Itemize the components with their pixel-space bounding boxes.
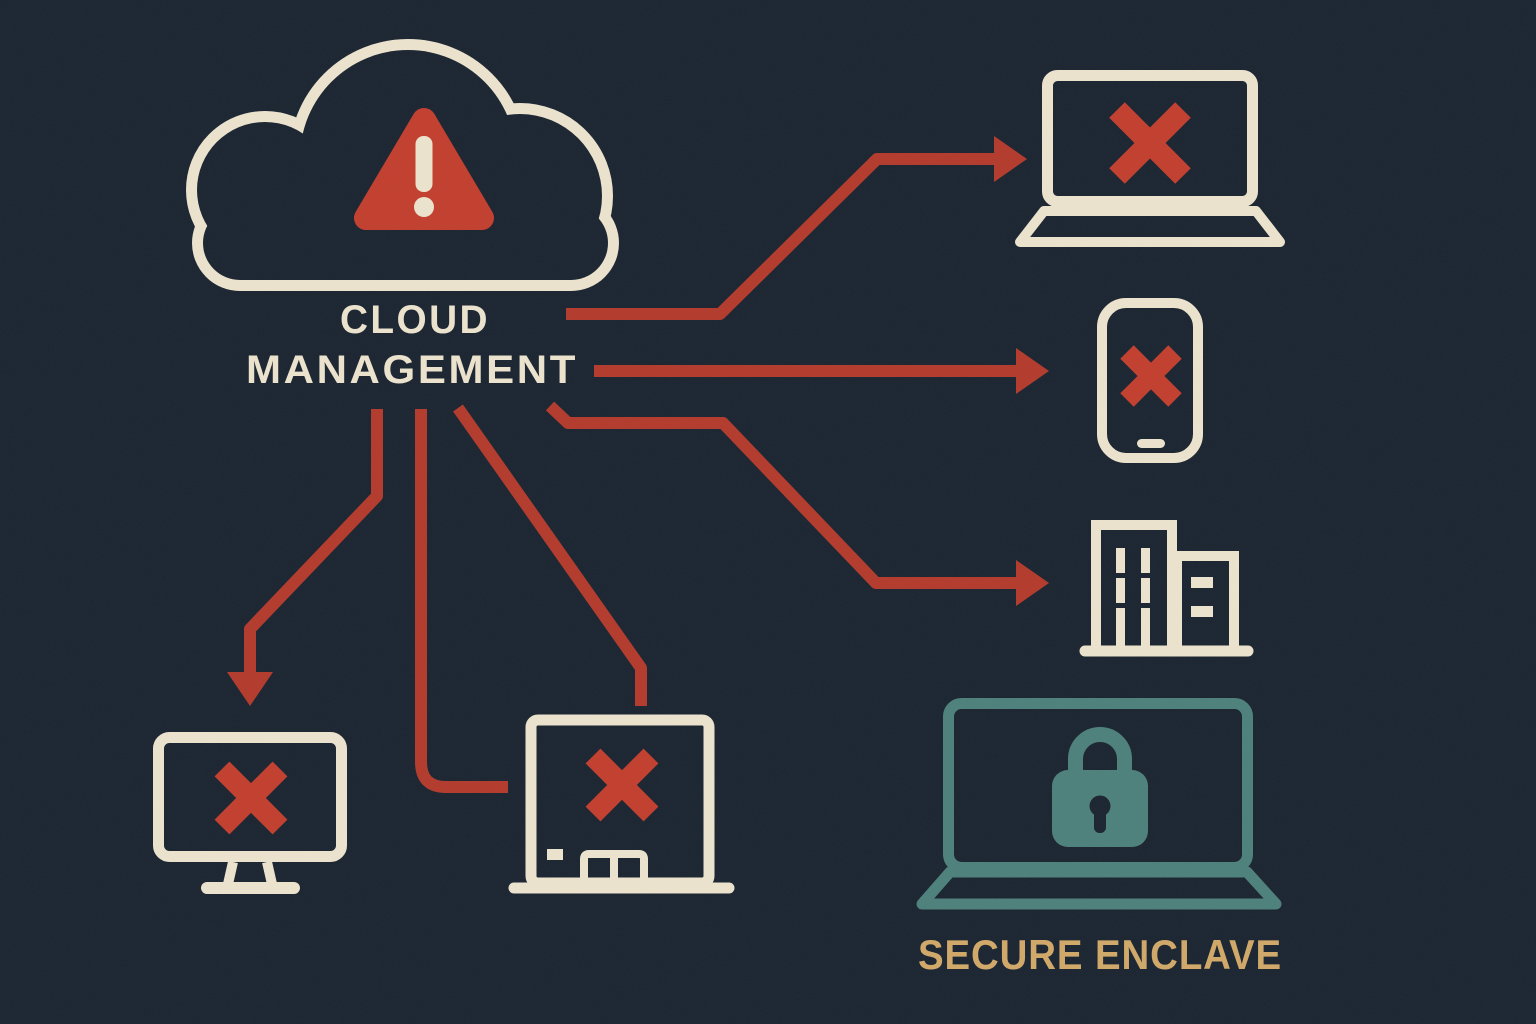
cloud-label-line1: CLOUD: [340, 298, 490, 342]
home-bar: [1137, 439, 1165, 448]
secure-enclave-label: SECURE ENCLAVE: [918, 931, 1282, 978]
exclamation-dot: [414, 197, 434, 217]
exclamation-bar: [415, 136, 433, 192]
cloud-label-line2: MANAGEMENT: [246, 348, 578, 392]
server-slot: [547, 849, 563, 860]
keyhole-stem: [1094, 810, 1106, 833]
